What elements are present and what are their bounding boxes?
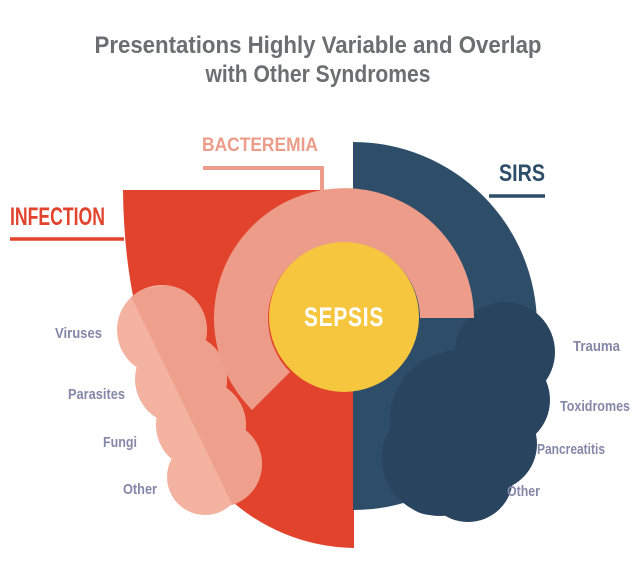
infection-item-labels: Viruses Parasites Fungi Other (55, 325, 157, 498)
sepsis-circle (269, 242, 419, 392)
page-title-line1: Presentations Highly Variable and Overla… (95, 32, 542, 59)
page-title-line2: with Other Syndromes (205, 61, 431, 88)
infection-label: INFECTION (10, 203, 105, 231)
item-label-other-left: Other (123, 481, 157, 498)
item-label-other-right: Other (507, 483, 540, 500)
sirs-label: SIRS (499, 160, 545, 187)
item-label-trauma: Trauma (573, 338, 621, 355)
bacteremia-label: BACTEREMIA (202, 135, 318, 156)
knuckle-shade-layer (128, 285, 262, 512)
sirs-knuckle-cluster (382, 302, 555, 522)
item-label-toxidromes: Toxidromes (560, 398, 630, 415)
sepsis-label: SEPSIS (304, 302, 384, 332)
bacteremia-pointer-line (203, 166, 324, 191)
item-label-parasites: Parasites (68, 386, 125, 403)
item-label-viruses: Viruses (55, 325, 102, 342)
bacteremia-ring (214, 188, 474, 410)
sirs-item-labels: Trauma Toxidromes Pancreatitis Other (507, 338, 630, 500)
item-label-pancreatitis: Pancreatitis (537, 441, 605, 458)
item-label-fungi: Fungi (103, 434, 137, 451)
knuckle-circle (397, 445, 467, 515)
